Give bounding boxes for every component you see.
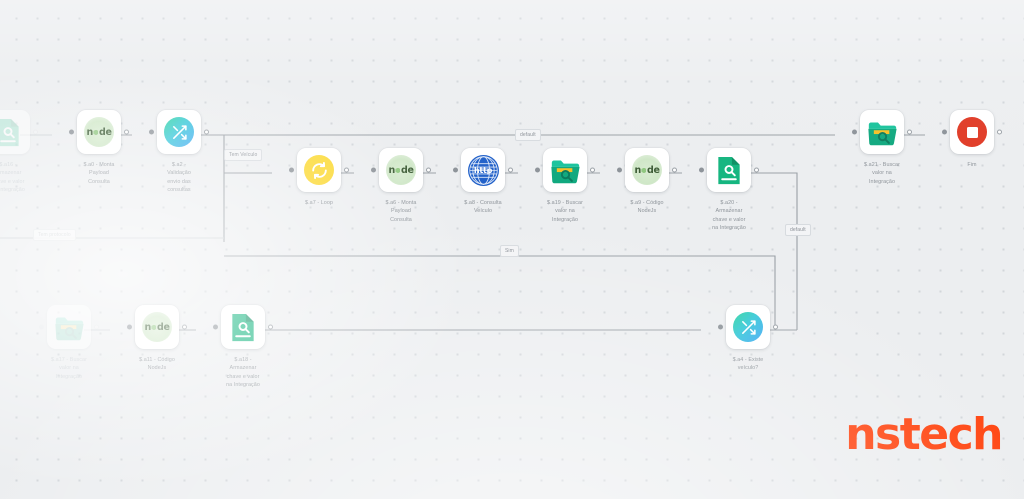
node-a16-armazenar[interactable]: $.a16 - Armazenar chave e valor na Integ… [0,110,52,195]
port-out[interactable] [268,324,273,330]
node-a20-armazenar-chave-valor-label: $.a20 - Armazenar chave e valor na Integ… [712,200,746,232]
node-a16-armazenar-label: $.a16 - Armazenar chave e valor na Integ… [0,162,25,194]
node-a18-armazenar-chave-valor-label: $.a18 - Armazenar chave e valor na Integ… [226,357,260,389]
file-key-icon [716,155,742,186]
node-a20-armazenar-chave-valor[interactable]: $.a20 - Armazenar chave e valor na Integ… [685,148,773,233]
node-a16-armazenar-box[interactable] [0,110,38,154]
edge-label-default-top[interactable]: default [515,129,541,141]
node-a19-buscar-valor-integracao[interactable]: $.a19 - Buscar valor na Integração [521,148,609,224]
node-a7-loop-box[interactable] [289,148,349,192]
node-a11-codigo-nodejs-label: $.a11 - Código NodeJs [139,357,175,372]
port-in[interactable] [617,167,622,173]
node-a18-armazenar-chave-valor[interactable]: $.a18 - Armazenar chave e valor na Integ… [199,305,287,390]
file-key-icon [0,117,21,148]
port-out[interactable] [124,129,129,135]
port-in[interactable] [149,129,154,135]
switch-icon [733,312,763,342]
port-in[interactable] [127,324,132,330]
node-a17-buscar-valor-integracao[interactable]: $.a17 - Buscar valor na Integração [25,305,113,381]
port-out[interactable] [997,129,1002,135]
file-key-icon [230,312,256,343]
port-in[interactable] [453,167,458,173]
node-a8-consulta-veiculo-label: $.a8 - Consulta Veículo [464,200,502,215]
edge-label-tem-veiculo[interactable]: Tem Veículo [224,149,263,161]
node-a4-existe-veiculo-label: $.a4 - Existe veículo? [732,357,764,372]
node-a2-validacao-envio-consultas-label: $.a2 - Validação envio das consultas [167,162,191,194]
port-in[interactable] [371,167,376,173]
node-a0-monta-payload-consulta-label: $.a0 - Monta Payload Consulta [83,162,115,185]
node-a17-buscar-valor-integracao-box[interactable] [39,305,99,349]
port-in[interactable] [213,324,218,330]
port-in[interactable] [535,167,540,173]
port-out[interactable] [590,167,595,173]
node-fim-label: Fim [967,162,977,168]
node-a21-buscar-valor-integracao[interactable]: $.a21 - Buscar valor na Integração [838,110,926,186]
node-a8-consulta-veiculo-box[interactable]: http [453,148,513,192]
node-a4-existe-veiculo[interactable]: $.a4 - Existe veículo? [704,305,792,373]
node-a6-monta-payload-consulta-label: $.a6 - Monta Payload Consulta [385,200,417,223]
port-in[interactable] [699,167,704,173]
folder-search-icon [54,313,85,342]
port-out[interactable] [754,167,759,173]
switch-icon [164,117,194,147]
nstech-logo: nstech [845,409,1003,460]
node-a19-buscar-valor-integracao-label: $.a19 - Buscar valor na Integração [547,200,583,223]
port-out[interactable] [907,129,912,135]
folder-search-icon [867,118,898,147]
port-in[interactable] [289,167,294,173]
node-a8-consulta-veiculo[interactable]: http $.a8 - Consulta Veículo [439,148,527,216]
node-a20-armazenar-chave-valor-box[interactable] [699,148,759,192]
port-out[interactable] [672,167,677,173]
node-a21-buscar-valor-integracao-label: $.a21 - Buscar valor na Integração [864,162,900,185]
port-in[interactable] [39,324,44,330]
node-a4-existe-veiculo-box[interactable] [718,305,778,349]
node-a7-loop-label: $.a7 - Loop [305,200,333,206]
node-a7-loop[interactable]: $.a7 - Loop [275,148,363,207]
port-out[interactable] [94,324,99,330]
port-in[interactable] [69,129,74,135]
node-a21-buscar-valor-integracao-box[interactable] [852,110,912,154]
http-icon-label: http [473,165,493,175]
port-out[interactable] [204,129,209,135]
folder-search-icon [550,156,581,185]
edge-label-tem-protocolo[interactable]: Tem protocolo [33,229,76,241]
node-a2-validacao-envio-consultas-box[interactable] [149,110,209,154]
edge-label-default-right[interactable]: default [785,224,811,236]
port-in[interactable] [718,324,723,330]
node-a17-buscar-valor-integracao-label: $.a17 - Buscar valor na Integração [51,357,87,380]
node-a19-buscar-valor-integracao-box[interactable] [535,148,595,192]
port-out[interactable] [182,324,187,330]
loop-icon [304,155,334,185]
node-fim-box[interactable] [942,110,1002,154]
node-a2-validacao-envio-consultas[interactable]: $.a2 - Validação envio das consultas [135,110,223,195]
stop-icon [957,117,987,147]
edge-sim-branch [224,255,776,330]
port-out[interactable] [508,167,513,173]
port-in[interactable] [942,129,947,135]
port-out[interactable] [344,167,349,173]
node-a9-codigo-nodejs-label: $.a9 - Código NodeJs [630,200,664,215]
port-in[interactable] [852,129,857,135]
port-out[interactable] [33,129,38,135]
node-fim[interactable]: Fim [928,110,1016,169]
edge-label-sim[interactable]: Sim [500,245,519,257]
port-out[interactable] [773,324,778,330]
port-out[interactable] [426,167,431,173]
http-icon: http [467,154,499,186]
node-a18-armazenar-chave-valor-box[interactable] [213,305,273,349]
